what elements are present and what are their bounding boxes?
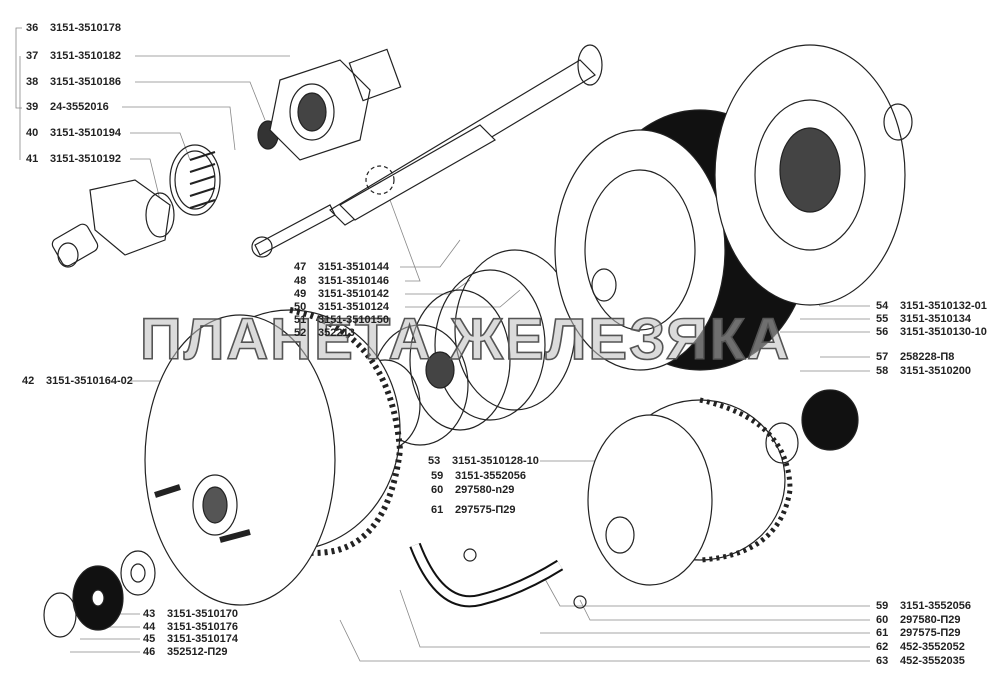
watermark: ПЛАНЕТА ЖЕЛЕЗЯКА <box>139 306 791 373</box>
front-cover-55 <box>714 44 913 306</box>
vacuum-hose-62 <box>409 542 587 609</box>
nut-37 <box>269 48 402 161</box>
washers-43-46 <box>43 550 156 638</box>
booster-housing-42 <box>144 307 404 606</box>
fitting-41 <box>51 179 175 268</box>
push-rod-48 <box>251 44 603 258</box>
seal-ring-40 <box>169 144 221 216</box>
assembled-booster <box>587 389 859 586</box>
